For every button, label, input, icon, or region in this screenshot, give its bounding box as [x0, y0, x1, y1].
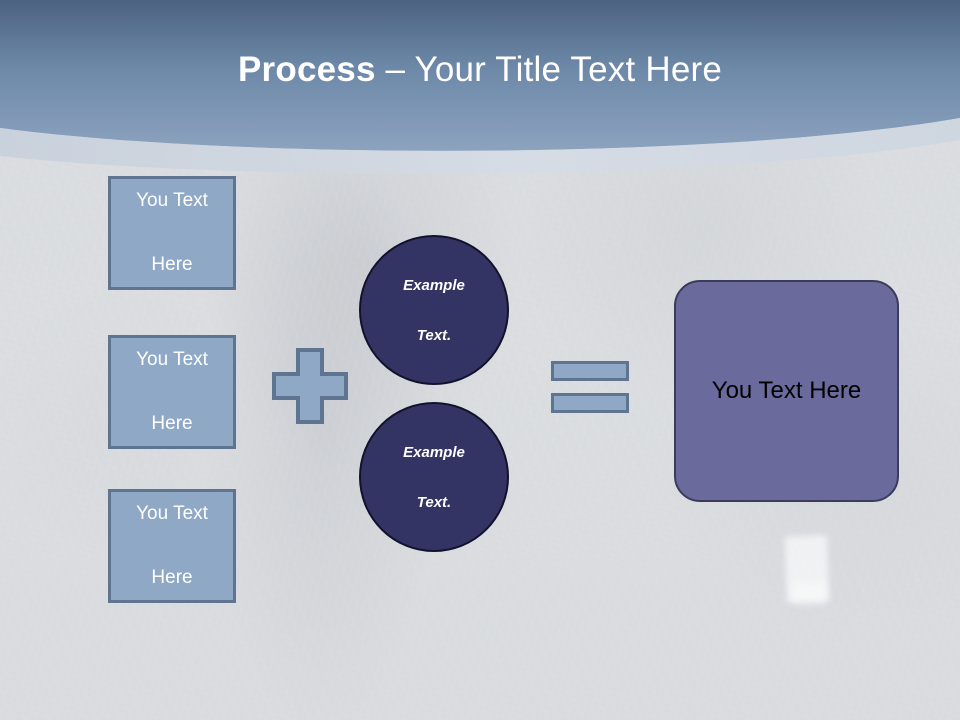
input-box-3-line2: Here	[151, 567, 193, 588]
result-box-label: You Text Here	[711, 377, 862, 404]
input-box-3[interactable]: You Text Here	[108, 489, 236, 603]
page-title-strong: Process	[238, 50, 376, 89]
plus-shape	[272, 348, 348, 424]
input-box-1[interactable]: You Text Here	[108, 176, 236, 290]
equals-icon	[551, 361, 629, 413]
equals-bar-bottom	[551, 393, 629, 413]
process-circle-1-line1: Example	[403, 276, 465, 294]
result-box[interactable]: You Text Here	[674, 280, 899, 502]
background-light-patch-secondary	[792, 582, 826, 604]
page-title-rest: Your Title Text Here	[414, 50, 722, 89]
input-box-2-line1: You Text	[136, 349, 208, 370]
process-circle-2-line2: Text.	[416, 493, 452, 511]
input-box-1-line1: You Text	[136, 190, 208, 211]
slide-header-band: Process – Your Title Text Here	[0, 0, 960, 175]
input-box-2[interactable]: You Text Here	[108, 335, 236, 449]
input-box-2-line2: Here	[151, 413, 193, 434]
page-title: Process – Your Title Text Here	[0, 48, 960, 92]
process-circle-1-line2: Text.	[416, 326, 452, 344]
process-circle-1[interactable]: Example Text.	[359, 235, 509, 385]
process-circle-2-line1: Example	[403, 443, 465, 461]
equals-bar-top	[551, 361, 629, 381]
plus-icon	[272, 348, 348, 424]
header-curve-shape	[0, 0, 960, 174]
page-title-separator: –	[375, 50, 415, 89]
process-circle-2[interactable]: Example Text.	[359, 402, 509, 552]
input-box-1-line2: Here	[151, 254, 193, 275]
input-box-3-line1: You Text	[136, 503, 208, 524]
